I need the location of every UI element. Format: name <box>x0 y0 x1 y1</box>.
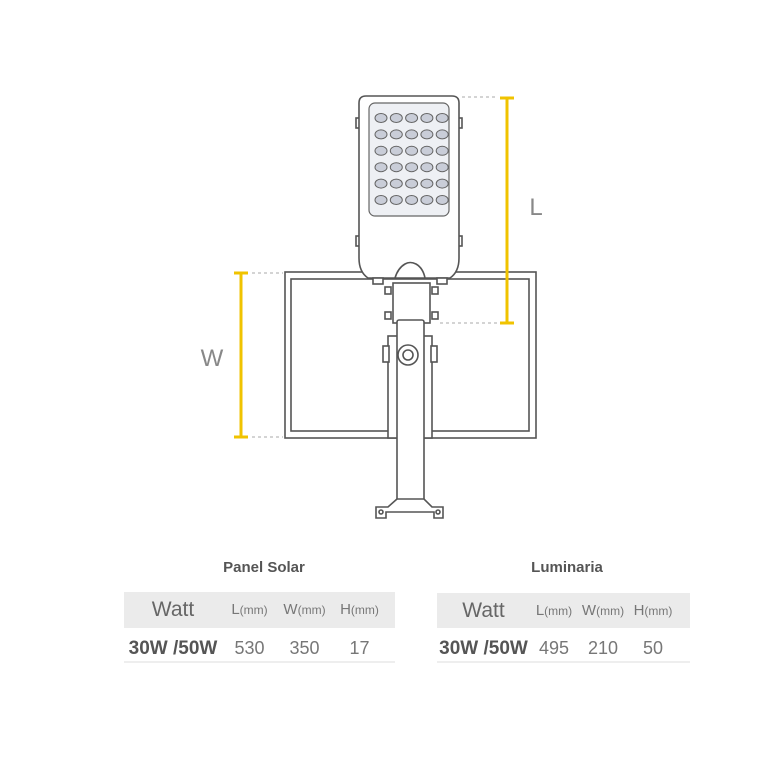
led <box>435 129 449 140</box>
height-value: 50 <box>642 638 664 658</box>
luminaria-header-row: Watt L(mm) W(mm) H(mm) <box>437 593 690 628</box>
header-watt: Watt <box>462 598 505 622</box>
led <box>389 113 403 123</box>
table-row: 30W /50W 495 210 50 <box>437 636 690 663</box>
led <box>435 178 449 189</box>
led <box>405 195 419 205</box>
power-value: 30W /50W <box>439 637 528 659</box>
led <box>374 113 388 123</box>
length-label: L <box>529 194 542 221</box>
table-row: 30W /50W 530 350 17 <box>124 636 395 663</box>
pole-assembly <box>375 282 444 519</box>
panel-solar-header-row: Watt L(mm) W(mm) H(mm) <box>124 592 395 628</box>
led <box>389 129 403 140</box>
luminaria-title: Luminaria <box>531 559 603 576</box>
lamp-neck <box>393 261 426 279</box>
led <box>435 195 449 205</box>
led <box>420 145 434 156</box>
led <box>420 113 434 123</box>
height-value: 17 <box>349 638 370 658</box>
led <box>405 113 419 123</box>
led <box>374 162 388 173</box>
panel-solar-title: Panel Solar <box>223 559 305 576</box>
header-height: H(mm) <box>340 601 379 618</box>
led <box>374 145 388 156</box>
header-height: H(mm) <box>633 601 673 619</box>
led <box>405 162 419 173</box>
width-value: 210 <box>587 638 619 658</box>
led <box>420 178 434 189</box>
led <box>405 178 419 189</box>
header-width: W(mm) <box>283 601 326 618</box>
led <box>374 178 388 189</box>
led <box>374 195 388 205</box>
header-width: W(mm) <box>581 601 625 619</box>
length-dimension: L <box>440 96 543 325</box>
led <box>389 145 403 156</box>
length-value: 530 <box>234 638 265 658</box>
led <box>405 145 419 156</box>
luminaire-head <box>355 95 463 285</box>
width-dimension: W <box>201 271 283 439</box>
header-length: L(mm) <box>535 601 573 619</box>
led <box>389 162 403 173</box>
base-mount <box>375 498 444 519</box>
led <box>435 145 449 156</box>
led <box>435 113 449 123</box>
street-light-diagram: L W <box>201 95 543 519</box>
width-value: 350 <box>289 638 320 658</box>
header-length: L(mm) <box>231 601 268 618</box>
led <box>389 195 403 205</box>
led <box>420 129 434 140</box>
led <box>374 129 388 140</box>
width-label: W <box>201 345 224 372</box>
led <box>389 178 403 189</box>
led <box>435 162 449 173</box>
led <box>405 129 419 140</box>
header-watt: Watt <box>151 598 195 621</box>
top-clamp <box>392 282 431 324</box>
led <box>420 162 434 173</box>
length-value: 495 <box>538 638 570 658</box>
power-value: 30W /50W <box>128 637 218 659</box>
led-grid <box>374 113 449 205</box>
led <box>420 195 434 205</box>
